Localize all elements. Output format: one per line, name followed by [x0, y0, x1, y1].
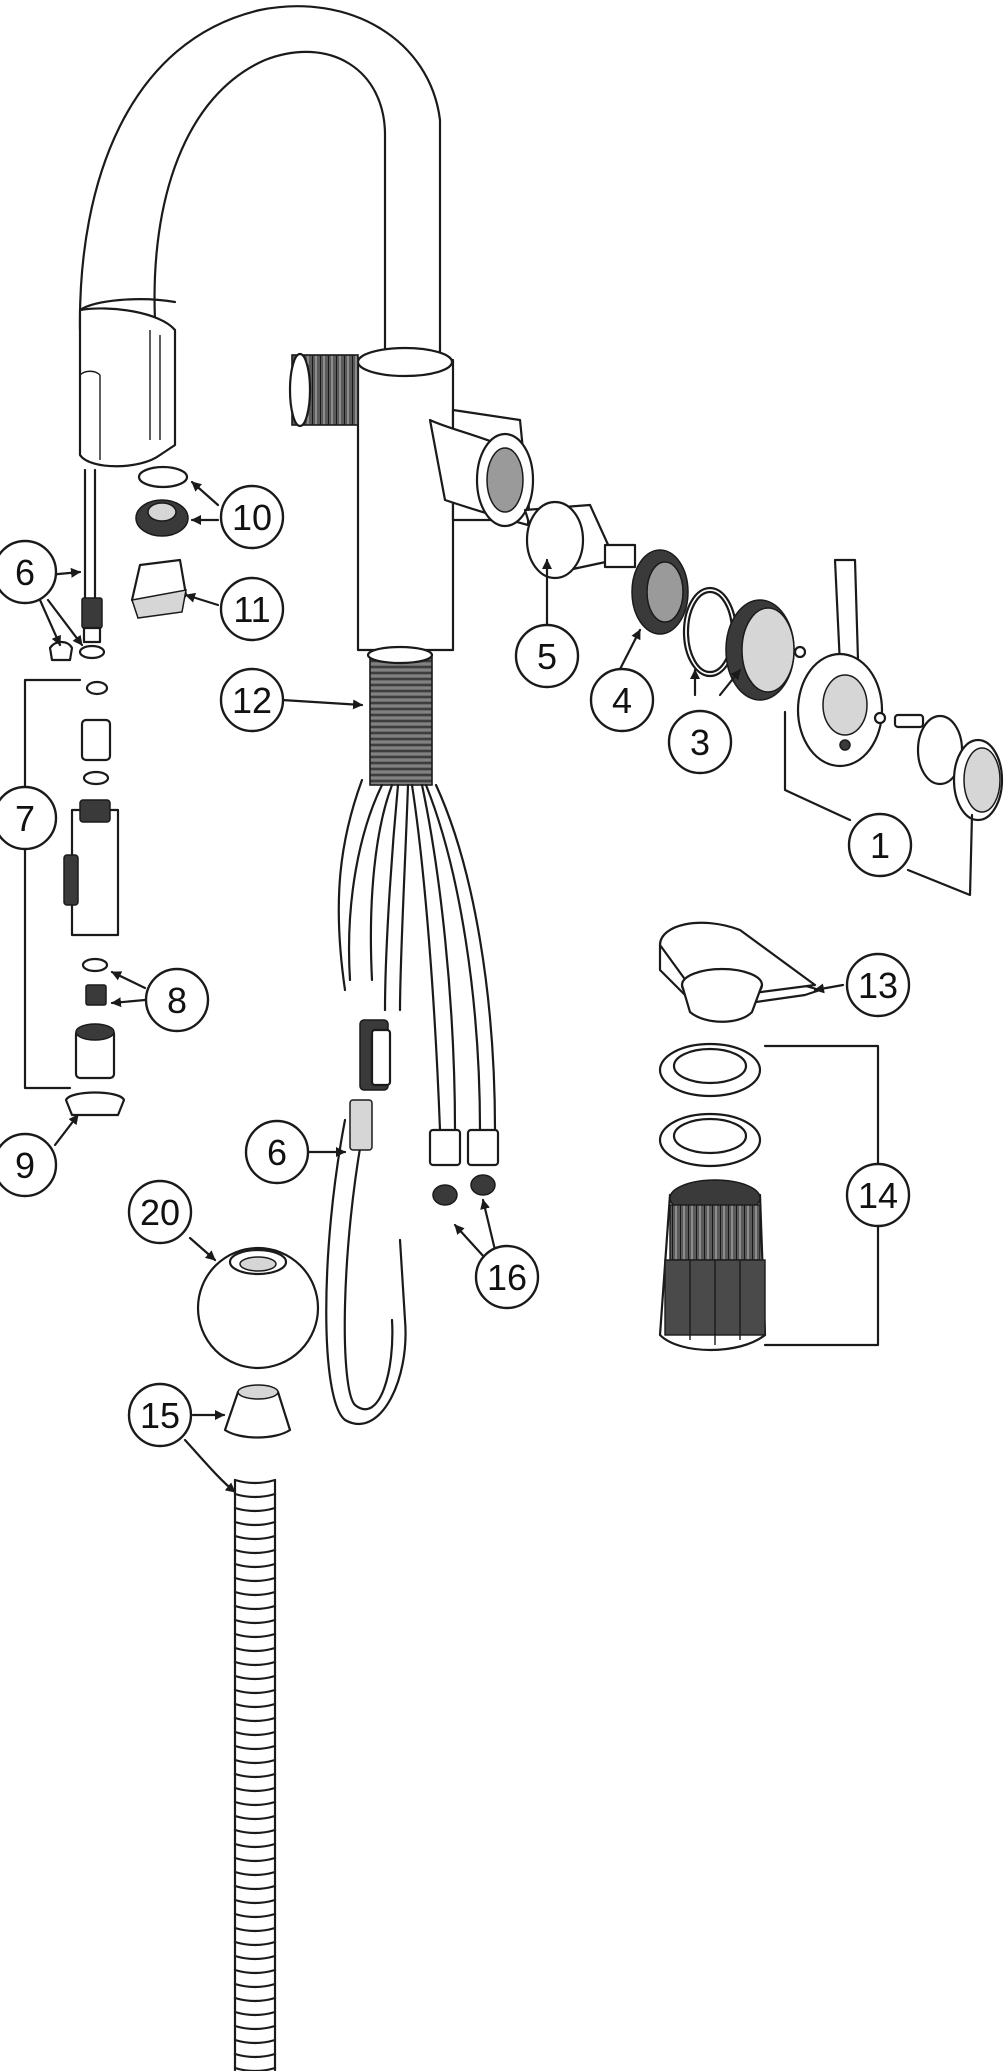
callout-7-label: 7 [15, 798, 35, 839]
callout-15: 15 [127, 1382, 193, 1448]
callout-5-label: 5 [537, 636, 557, 677]
callout-6-top: 6 [0, 539, 58, 605]
handle-assembly [793, 558, 1004, 822]
callout-1: 1 [847, 812, 913, 878]
faucet-body [288, 346, 535, 652]
quick-connect [359, 1019, 392, 1091]
callout-10: 10 [219, 484, 285, 550]
callout-6-mid-label: 6 [267, 1132, 287, 1173]
callout-12-label: 12 [232, 680, 272, 721]
cap-3 [725, 599, 795, 701]
callout-6-top-label: 6 [15, 552, 35, 593]
callout-6-mid: 6 [244, 1119, 310, 1185]
washer-2 [658, 1112, 762, 1168]
callout-11: 11 [219, 576, 285, 642]
callout-12: 12 [219, 667, 285, 733]
pulldown-hose [325, 1099, 407, 1425]
collar-15 [223, 1384, 292, 1439]
deck-plate [658, 921, 822, 1023]
bonnet-nut [631, 549, 689, 635]
callout-1-label: 1 [870, 825, 890, 866]
callout-3: 3 [667, 709, 733, 775]
callout-13-label: 13 [858, 965, 898, 1006]
aerator-10 [135, 465, 189, 537]
pull-down-sprayer-head [78, 307, 177, 468]
faucet-spout [78, 5, 442, 362]
callout-11-label: 11 [233, 589, 270, 630]
washer-1 [658, 1042, 762, 1098]
cartridge [523, 500, 637, 580]
callout-13: 13 [845, 952, 911, 1018]
callout-4-label: 4 [612, 680, 632, 721]
callout-8-label: 8 [167, 980, 187, 1021]
callout-5: 5 [514, 623, 580, 689]
callout-7: 7 [0, 785, 58, 851]
callout-10-label: 10 [232, 497, 272, 538]
callout-20: 20 [127, 1179, 193, 1245]
callout-16-label: 16 [487, 1257, 527, 1298]
sprayhead-parts [63, 680, 126, 1117]
supply-nuts [428, 1128, 500, 1206]
threaded-shank [366, 645, 434, 786]
callout-14: 14 [845, 1162, 911, 1228]
aerator-key-11 [130, 558, 188, 619]
callout-4: 4 [589, 667, 655, 733]
callout-8: 8 [144, 967, 210, 1033]
sprayhead-hose [48, 468, 106, 662]
callout-15-label: 15 [140, 1395, 180, 1436]
callout-16: 16 [474, 1244, 540, 1310]
supply-hoses [337, 778, 497, 1132]
callout-9: 9 [0, 1132, 58, 1198]
callout-20-label: 20 [140, 1192, 180, 1233]
callout-9-label: 9 [15, 1145, 35, 1186]
callout-14-label: 14 [858, 1175, 898, 1216]
weight-ball-20 [196, 1246, 320, 1370]
callout-3-label: 3 [690, 722, 710, 763]
leader-lines [23, 480, 974, 1494]
mounting-nut [658, 1179, 767, 1351]
hose-spring [233, 1478, 277, 2071]
